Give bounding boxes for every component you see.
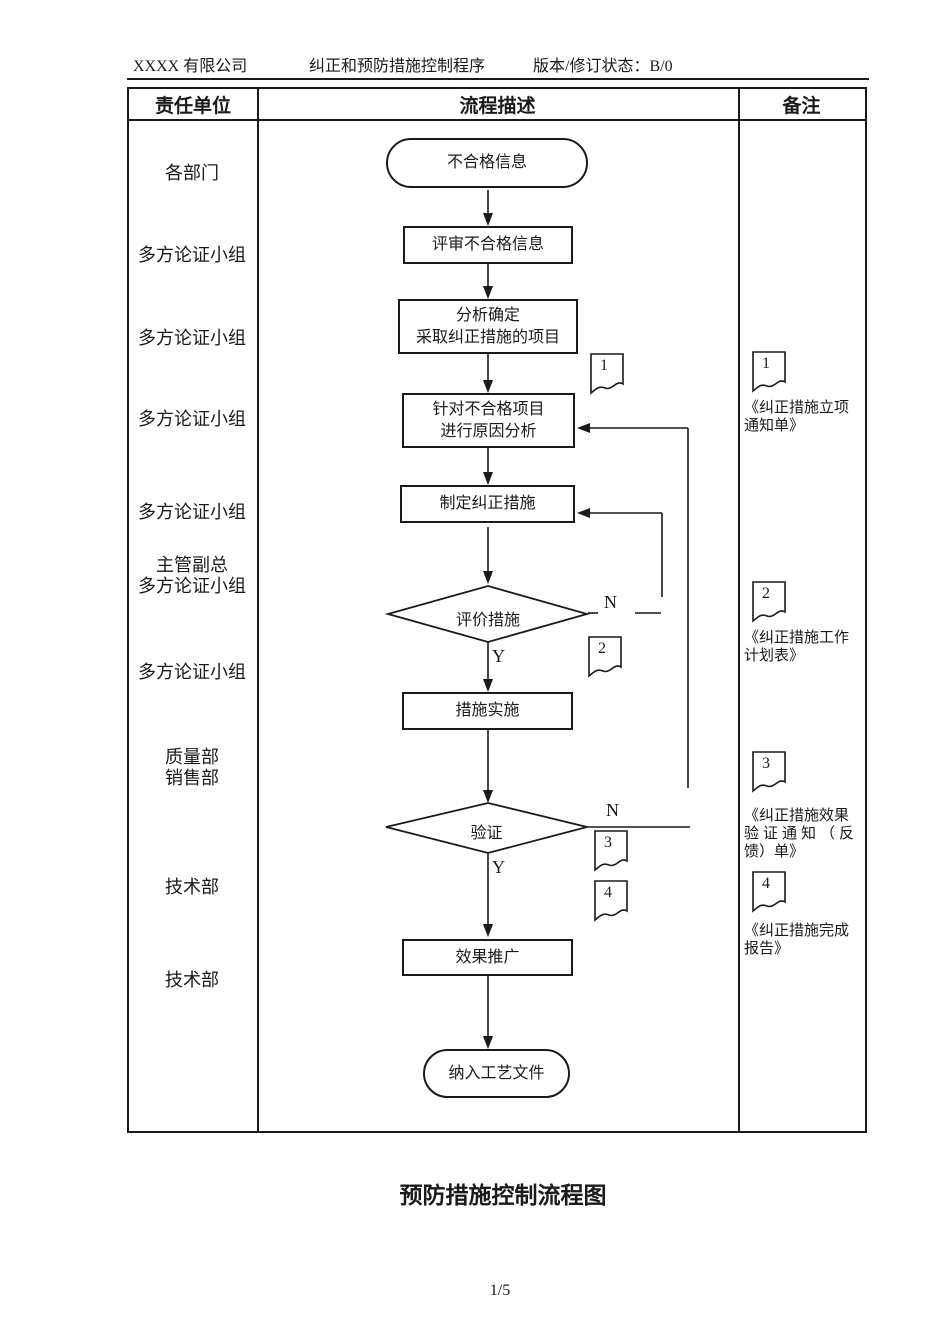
flow-node-line: 针对不合格项目 [432, 400, 545, 418]
remark-line: 报告》 [744, 941, 790, 957]
flow-arrow-down [483, 190, 493, 1049]
document-symbol-number: 2 [598, 640, 606, 657]
responsible-unit-line: 多方论证小组 [138, 245, 246, 265]
responsible-unit-line: 主管副总 [156, 555, 228, 575]
remark-line: 《纠正措施效果 [744, 808, 850, 824]
responsible-unit-line: 质量部 [165, 747, 219, 767]
responsible-unit-line: 各部门 [165, 163, 219, 183]
responsible-unit-label: 各部门 [127, 162, 257, 184]
responsible-unit-line: 销售部 [165, 768, 219, 788]
responsible-unit-line: 多方论证小组 [138, 328, 246, 348]
flow-node-line: 进行原因分析 [440, 422, 537, 440]
responsible-unit-label: 技术部 [127, 969, 257, 991]
document-symbol-number: 3 [604, 834, 612, 851]
remark-line: 计划表》 [744, 648, 805, 664]
responsible-unit-line: 多方论证小组 [138, 409, 246, 429]
company-name: XXXX 有限公司 [133, 58, 248, 75]
responsible-unit-label: 主管副总 多方论证小组 [127, 555, 257, 597]
flow-node-plan: 制定纠正措施 [400, 485, 575, 523]
column-header-flow: 流程描述 [459, 95, 536, 117]
flow-node-review: 评审不合格信息 [403, 226, 573, 264]
remark-document-symbol-2: 2 [752, 581, 786, 623]
responsible-unit-label: 多方论证小组 [127, 501, 257, 523]
flow-node-cause-analysis: 针对不合格项目 进行原因分析 [402, 393, 575, 448]
flow-node-evaluate-label: 评价措施 [455, 612, 520, 629]
document-shape-icon [588, 636, 622, 678]
column-divider [738, 89, 740, 1131]
flow-node-line: 分析确定 [455, 306, 520, 324]
branch-label-yes: Y [492, 857, 505, 877]
flow-node-verify-label: 验证 [470, 825, 503, 842]
document-title: 纠正和预防措施控制程序 [309, 58, 486, 75]
flow-node-analyze: 分析确定 采取纠正措施的项目 [398, 299, 578, 354]
document-shape-icon [752, 871, 786, 913]
remark-line: 通知单》 [744, 418, 805, 434]
column-divider [257, 89, 259, 1131]
flowchart-table: 责任单位 流程描述 备注 [127, 87, 867, 1133]
responsible-unit-label: 多方论证小组 [127, 244, 257, 266]
remark-line: 验证通知（反 [744, 826, 859, 842]
feedback-line-evaluate-no [577, 508, 663, 614]
document-shape-icon [752, 751, 786, 793]
document-symbol-1: 1 [590, 353, 624, 395]
flow-node-end: 纳入工艺文件 [423, 1049, 570, 1098]
document-shape-icon [594, 830, 628, 872]
flow-node-line: 采取纠正措施的项目 [415, 328, 560, 346]
branch-label-yes: Y [492, 646, 505, 666]
column-header-responsible: 责任单位 [154, 95, 231, 117]
feedback-line-verify-no [577, 423, 690, 828]
responsible-unit-label: 技术部 [127, 876, 257, 898]
remark-document-symbol-1: 1 [752, 351, 786, 393]
responsible-unit-line: 技术部 [165, 877, 219, 897]
flow-node-implement: 措施实施 [402, 692, 573, 730]
responsible-unit-line: 多方论证小组 [138, 502, 246, 522]
document-shape-icon [590, 353, 624, 395]
version-status: 版本/修订状态：B/0 [533, 58, 673, 75]
column-header-remark: 备注 [782, 95, 821, 117]
document-symbol-number: 1 [762, 355, 770, 372]
branch-label-no: N [604, 592, 617, 612]
document-shape-icon [752, 351, 786, 393]
document-symbol-number: 4 [604, 884, 612, 901]
responsible-unit-line: 多方论证小组 [138, 576, 246, 596]
branch-label-no: N [606, 800, 619, 820]
responsible-unit-label: 多方论证小组 [127, 661, 257, 683]
document-symbol-number: 1 [600, 357, 608, 374]
remark-text-1: 《纠正措施立项 通知单》 [744, 399, 866, 435]
document-symbol-2: 2 [588, 636, 622, 678]
remark-document-symbol-3: 3 [752, 751, 786, 793]
responsible-unit-label: 多方论证小组 [127, 408, 257, 430]
remark-document-symbol-4: 4 [752, 871, 786, 913]
document-symbol-3: 3 [594, 830, 628, 872]
flow-node-promote: 效果推广 [402, 939, 573, 976]
document-shape-icon [594, 880, 628, 922]
remark-line: 《纠正措施工作 [744, 630, 850, 646]
table-header-row: 责任单位 流程描述 备注 [129, 89, 865, 121]
document-header: XXXX 有限公司 纠正和预防措施控制程序 版本/修订状态：B/0 [127, 54, 869, 80]
document-symbol-number: 4 [762, 875, 770, 892]
responsible-unit-label: 多方论证小组 [127, 327, 257, 349]
responsible-unit-line: 多方论证小组 [138, 662, 246, 682]
remark-line: 《纠正措施完成 [744, 923, 850, 939]
flow-node-start: 不合格信息 [386, 138, 588, 188]
document-shape-icon [752, 581, 786, 623]
responsible-unit-line: 技术部 [165, 970, 219, 990]
document-symbol-4: 4 [594, 880, 628, 922]
page-number: 1/5 [489, 1282, 511, 1299]
document-symbol-number: 3 [762, 755, 770, 772]
document-symbol-number: 2 [762, 585, 770, 602]
page-footer-title: 预防措施控制流程图 [399, 1183, 607, 1208]
remark-line: 《纠正措施立项 [744, 400, 850, 416]
remark-text-4: 《纠正措施完成 报告》 [744, 922, 866, 958]
remark-text-3: 《纠正措施效果 验证通知（反 馈）单》 [744, 807, 866, 861]
remark-line: 馈）单》 [744, 844, 805, 860]
remark-text-2: 《纠正措施工作 计划表》 [744, 629, 866, 665]
responsible-unit-label: 质量部 销售部 [127, 747, 257, 789]
